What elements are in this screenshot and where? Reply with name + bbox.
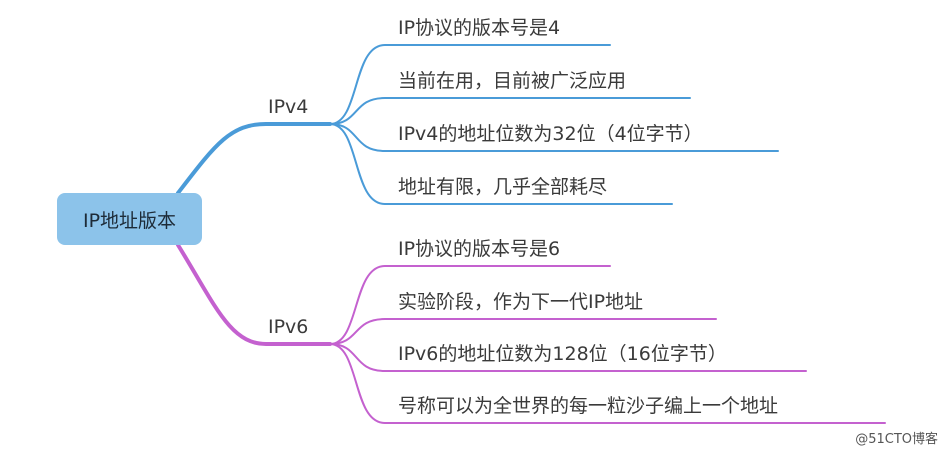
ipv6-leaf4-connector bbox=[329, 343, 886, 424]
leaf-label: IPv4的地址位数为32位（4位字节） bbox=[398, 123, 703, 145]
leaf-node[interactable]: IPv4的地址位数为32位（4位字节） bbox=[398, 123, 703, 145]
ipv6-leaf2-connector bbox=[329, 318, 717, 345]
ipv4-leaf1-connector bbox=[329, 44, 611, 125]
ipv6-leaf1-connector bbox=[329, 265, 611, 345]
leaf-node[interactable]: IP协议的版本号是6 bbox=[398, 238, 560, 260]
ipv4-leaf4-connector bbox=[329, 123, 673, 205]
leaf-label: 实验阶段，作为下一代IP地址 bbox=[398, 291, 644, 313]
ipv4-connectors bbox=[176, 44, 779, 205]
leaf-node[interactable]: 地址有限，几乎全部耗尽 bbox=[398, 176, 607, 198]
leaf-label: 号称可以为全世界的每一粒沙子编上一个地址 bbox=[398, 395, 779, 417]
root-node[interactable]: IP地址版本 bbox=[57, 193, 202, 245]
branch-node-ipv4[interactable]: IPv4 bbox=[268, 96, 308, 118]
leaf-label: 当前在用，目前被广泛应用 bbox=[398, 70, 627, 92]
leaf-node[interactable]: 当前在用，目前被广泛应用 bbox=[398, 70, 626, 92]
branch-node-ipv6[interactable]: IPv6 bbox=[268, 316, 308, 338]
branch-label-ipv4: IPv4 bbox=[268, 96, 309, 118]
leaf-label: 地址有限，几乎全部耗尽 bbox=[398, 176, 608, 198]
leaf-node[interactable]: IPv6的地址位数为128位（16位字节） bbox=[398, 343, 727, 365]
ipv6-connectors bbox=[176, 243, 886, 424]
leaf-node[interactable]: 实验阶段，作为下一代IP地址 bbox=[398, 291, 643, 313]
leaf-node[interactable]: 号称可以为全世界的每一粒沙子编上一个地址 bbox=[398, 395, 778, 417]
root-node-label: IP地址版本 bbox=[82, 209, 177, 232]
leaf-node[interactable]: IP协议的版本号是4 bbox=[398, 17, 560, 39]
ipv4-leaf2-connector bbox=[329, 97, 691, 125]
root-to-ipv6-connector bbox=[176, 243, 332, 346]
leaf-label: IPv6的地址位数为128位（16位字节） bbox=[398, 343, 727, 365]
leaf-label: IP协议的版本号是4 bbox=[398, 17, 561, 39]
ipv6-leaf3-connector bbox=[329, 343, 807, 372]
leaf-label: IP协议的版本号是6 bbox=[398, 238, 561, 260]
root-to-ipv4-connector bbox=[176, 122, 332, 195]
ipv4-leaf3-connector bbox=[329, 123, 779, 152]
watermark: @51CTO博客 bbox=[855, 432, 938, 447]
branch-label-ipv6: IPv6 bbox=[268, 316, 309, 338]
